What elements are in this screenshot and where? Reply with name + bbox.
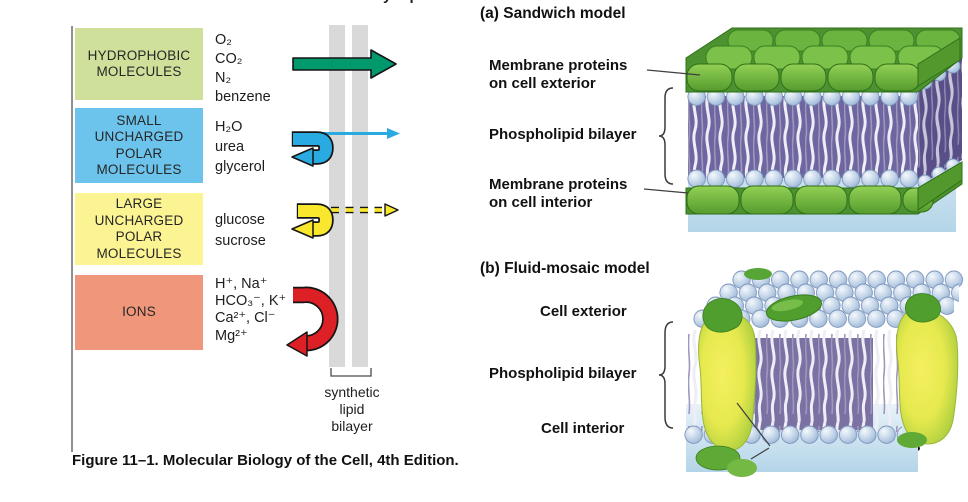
category-box-ions: IONS xyxy=(75,275,203,350)
panel-b-label-interior: Cell interior xyxy=(541,420,625,437)
panel-a-label-bilayer: Phospholipid bilayer xyxy=(489,126,637,143)
molecule-list-small-polar: H₂O urea glycerol xyxy=(215,119,265,175)
molecule-list-large-polar: glucose sucrose xyxy=(215,212,266,249)
category-box-hydrophobic: HYDROPHOBIC MOLECULES xyxy=(75,28,203,100)
fluid-mosaic-model-illustration xyxy=(684,268,964,477)
left-panel-rule xyxy=(71,26,73,452)
blocked-u-turn-arrow-icon xyxy=(286,286,339,357)
panel-b-bilayer-brace xyxy=(658,321,674,429)
partial-pass-u-turn-arrow-icon xyxy=(291,128,400,167)
pass-through-arrow-icon xyxy=(292,49,397,79)
figure-caption: Figure 11–1. Molecular Biology of the Ce… xyxy=(72,452,459,469)
molecule-list-ions: H⁺, Na⁺ HCO₃⁻, K⁺ Ca²⁺, Cl⁻ Mg²⁺ xyxy=(215,276,287,344)
panel-b-title: (b) Fluid-mosaic model xyxy=(480,260,650,277)
lipid-bilayer-bar-left xyxy=(329,25,345,367)
blocked-dashed-u-turn-arrow-icon xyxy=(291,203,399,239)
cropped-text-fragment: y p xyxy=(383,0,443,7)
lipid-bilayer-bar-right xyxy=(352,25,368,367)
molecule-list-hydrophobic: O₂ CO₂ N₂ benzene xyxy=(215,32,271,105)
panel-b-label-exterior: Cell exterior xyxy=(540,303,627,320)
panel-a-label-interior: Membrane proteins on cell interior xyxy=(489,176,628,211)
synthetic-lipid-bilayer-label: synthetic lipid bilayer xyxy=(324,384,380,434)
panel-b-label-bilayer: Phospholipid bilayer xyxy=(489,365,637,382)
panel-a-bilayer-brace xyxy=(658,87,674,185)
panel-a-label-exterior: Membrane proteins on cell exterior xyxy=(489,57,628,92)
category-box-large-polar: LARGE UNCHARGED POLAR MOLECULES xyxy=(75,193,203,265)
panel-a-title: (a) Sandwich model xyxy=(480,5,626,22)
sandwich-model-illustration xyxy=(685,27,963,232)
category-box-small-polar: SMALL UNCHARGED POLAR MOLECULES xyxy=(75,108,203,183)
